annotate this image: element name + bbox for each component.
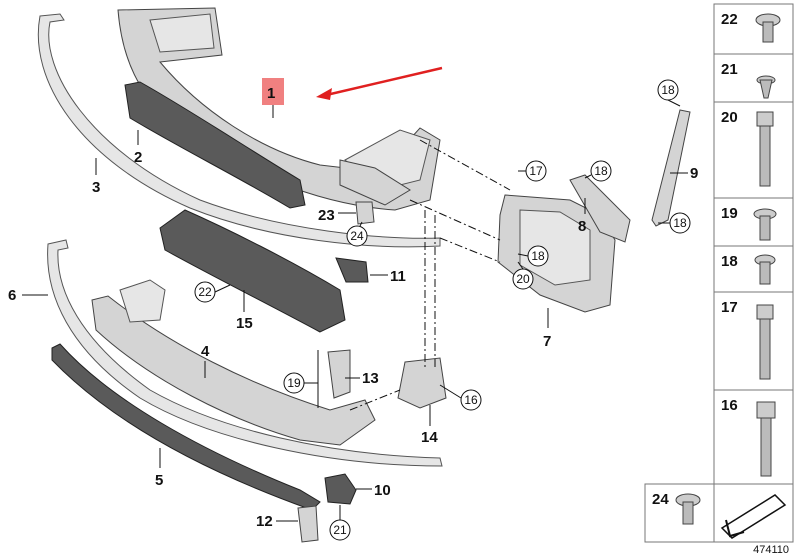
fastener-panel: 22 21 20 19 18 17 16 24 xyxy=(644,3,794,543)
panel-label-19: 19 xyxy=(721,205,738,222)
circled-18-right[interactable]: 18 xyxy=(658,212,691,234)
circled-16[interactable]: 16 xyxy=(439,384,482,411)
part-23-clip xyxy=(355,201,375,225)
fastener-16-icon xyxy=(756,401,776,477)
panel-label-16: 16 xyxy=(721,397,738,414)
part-8-bracket-clip xyxy=(569,174,631,243)
fastener-21-icon xyxy=(756,75,776,99)
callout-13[interactable]: 13 xyxy=(362,370,379,387)
svg-text:21: 21 xyxy=(333,523,347,537)
circled-21[interactable]: 21 xyxy=(329,505,351,541)
circled-18-lower[interactable]: 18 xyxy=(517,245,549,267)
svg-text:18: 18 xyxy=(531,249,545,263)
callout-9[interactable]: 9 xyxy=(690,165,698,182)
circled-18-top[interactable]: 18 xyxy=(657,79,681,107)
callout-12[interactable]: 12 xyxy=(256,513,273,530)
fastener-18-icon xyxy=(754,254,776,285)
svg-text:18: 18 xyxy=(661,83,675,97)
svg-text:17: 17 xyxy=(529,164,543,178)
callout-15[interactable]: 15 xyxy=(236,315,253,332)
callout-6[interactable]: 6 xyxy=(8,287,16,304)
part-3-trim-strip xyxy=(37,13,441,248)
callout-3[interactable]: 3 xyxy=(92,179,100,196)
part-2-absorber xyxy=(124,81,306,209)
part-10-clip xyxy=(324,473,357,505)
callout-7[interactable]: 7 xyxy=(543,333,551,350)
svg-text:19: 19 xyxy=(287,376,301,390)
svg-text:18: 18 xyxy=(673,216,687,230)
svg-text:20: 20 xyxy=(516,272,530,286)
fastener-17-icon xyxy=(756,304,774,380)
circled-20[interactable]: 20 xyxy=(512,261,534,290)
part-6-lower-strip xyxy=(47,239,443,467)
svg-text:22: 22 xyxy=(198,285,212,299)
panel-label-17: 17 xyxy=(721,299,738,316)
direction-pictogram-icon xyxy=(720,494,787,539)
circled-19[interactable]: 19 xyxy=(283,350,319,408)
panel-label-22: 22 xyxy=(721,11,738,28)
svg-text:24: 24 xyxy=(350,229,364,243)
fastener-22-icon xyxy=(755,13,781,43)
circled-22[interactable]: 22 xyxy=(194,281,231,303)
part-12-clip xyxy=(297,505,319,543)
fastener-19-icon xyxy=(753,208,777,241)
callout-1[interactable]: 1 xyxy=(267,85,275,102)
part-14-bracket xyxy=(397,357,447,409)
svg-text:18: 18 xyxy=(594,164,608,178)
part-9-support-rod xyxy=(651,109,691,227)
part-15-air-guide xyxy=(159,209,346,333)
svg-text:16: 16 xyxy=(464,393,478,407)
panel-label-20: 20 xyxy=(721,109,738,126)
fastener-24-icon xyxy=(675,493,701,525)
part-13-bracket xyxy=(327,349,351,399)
callout-2[interactable]: 2 xyxy=(134,149,142,166)
direction-arrow xyxy=(316,66,443,100)
fastener-20-icon xyxy=(756,111,774,187)
callout-10[interactable]: 10 xyxy=(374,482,391,499)
panel-label-21: 21 xyxy=(721,61,738,78)
circled-17[interactable]: 17 xyxy=(518,160,547,182)
callout-8[interactable]: 8 xyxy=(578,218,586,235)
callout-23[interactable]: 23 xyxy=(318,207,335,224)
callout-4[interactable]: 4 xyxy=(201,343,210,360)
part-4-lower-carrier xyxy=(91,279,376,446)
document-number: 474110 xyxy=(753,544,789,556)
callout-5[interactable]: 5 xyxy=(155,472,163,489)
callout-14[interactable]: 14 xyxy=(421,429,438,446)
panel-label-24: 24 xyxy=(652,491,669,508)
callout-1-highlight xyxy=(262,78,284,105)
circled-24[interactable]: 24 xyxy=(346,221,368,247)
callout-11[interactable]: 11 xyxy=(390,268,406,285)
part-11-clip xyxy=(335,257,369,283)
circled-18-mid[interactable]: 18 xyxy=(584,160,612,182)
panel-label-18: 18 xyxy=(721,253,738,270)
assembly-lines xyxy=(349,139,511,411)
